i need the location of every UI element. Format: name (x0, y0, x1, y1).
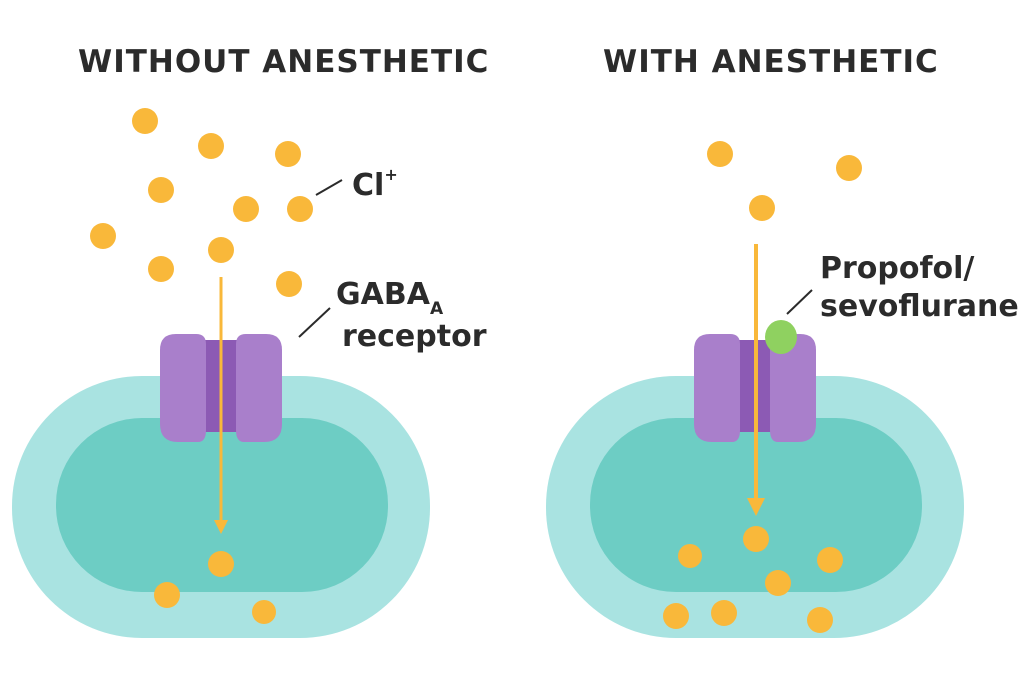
left-panel-title: WITHOUT ANESTHETIC (78, 44, 490, 80)
chloride-ion (252, 600, 276, 624)
drug-leader-line (786, 289, 813, 315)
right-panel-title: WITH ANESTHETIC (603, 44, 939, 80)
right-intracellular-ions (663, 526, 843, 633)
chloride-ion (90, 223, 116, 249)
drug-label-line2: sevoflurane (820, 289, 1019, 324)
drug-label: Propofol/ sevoflurane (820, 250, 1019, 326)
receptor-label: GABAA receptor (336, 276, 487, 356)
chloride-ion (836, 155, 862, 181)
left-ion-flow-arrow (214, 277, 228, 534)
chloride-ion (154, 582, 180, 608)
chloride-ion (148, 177, 174, 203)
chloride-ion (663, 603, 689, 629)
chloride-ion (198, 133, 224, 159)
chloride-ion (148, 256, 174, 282)
chloride-ion (743, 526, 769, 552)
chloride-ion (208, 551, 234, 577)
receptor-name: GABA (336, 277, 430, 312)
chloride-ion (749, 195, 775, 221)
ion-leader-line (315, 179, 343, 196)
ion-charge: + (384, 165, 398, 184)
chloride-ion (132, 108, 158, 134)
drug-molecule (765, 320, 797, 354)
chloride-ion (287, 196, 313, 222)
chloride-ion (711, 600, 737, 626)
left-intracellular-ions (154, 551, 276, 624)
ion-symbol: Cl (352, 168, 385, 203)
drug-label-line1: Propofol/ (820, 251, 975, 286)
chloride-ion-label: Cl+ (352, 160, 398, 205)
chloride-ion (807, 607, 833, 633)
chloride-ion (276, 271, 302, 297)
chloride-ion (765, 570, 791, 596)
receptor-word: receptor (342, 319, 487, 354)
chloride-ion (233, 196, 259, 222)
chloride-ion (817, 547, 843, 573)
chloride-ion (678, 544, 702, 568)
chloride-ion (208, 237, 234, 263)
receptor-subscript: A (429, 299, 444, 319)
chloride-ion (275, 141, 301, 167)
right-extracellular-ions (707, 141, 862, 221)
left-gaba-receptor (160, 334, 282, 442)
receptor-leader-line (298, 307, 331, 338)
chloride-ion (707, 141, 733, 167)
left-extracellular-ions (90, 108, 313, 297)
right-ion-flow-arrow (747, 244, 765, 516)
